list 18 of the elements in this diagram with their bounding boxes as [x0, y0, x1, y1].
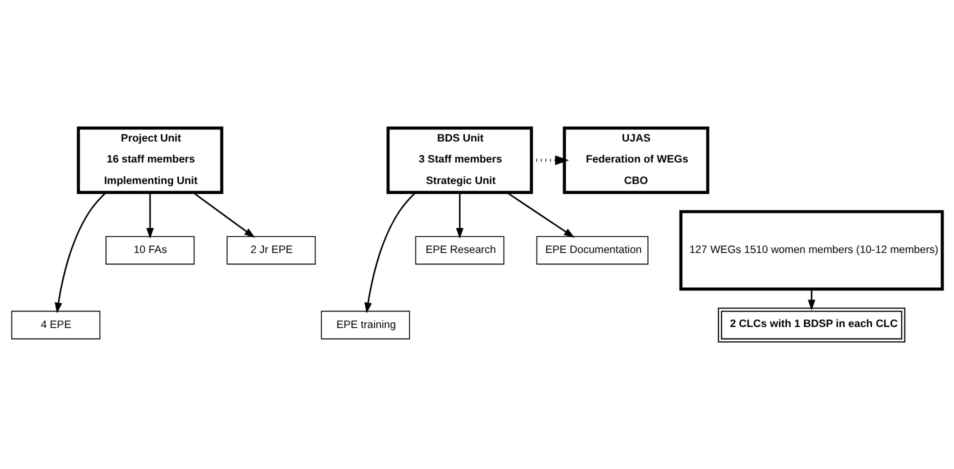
arrow: [192, 191, 256, 238]
node-box: BDS Unit 3 Staff members Strategic Unit: [386, 126, 533, 194]
arrow: [456, 192, 464, 238]
node-box: 2 CLCs with 1 BDSP in each CLC: [718, 307, 906, 342]
node-box: EPE Documentation: [536, 236, 648, 264]
arrow: [808, 288, 816, 310]
node-box: 4 EPE: [11, 310, 100, 339]
arrow: [506, 191, 575, 238]
node-box: 127 WEGs 1510 women members (10-12 members): [679, 210, 944, 290]
arrow: [364, 191, 416, 313]
node-box: Project Unit 16 staff members Implementing Unit: [76, 126, 224, 194]
node-box: 2 Jr EPE: [226, 236, 316, 264]
arrow: [146, 192, 154, 238]
node-box: 10 FAs: [106, 236, 195, 264]
node-box: UJAS Federation of WEGs CBO: [562, 126, 710, 194]
node-box: EPE training: [320, 310, 410, 339]
arrow: [54, 191, 106, 313]
node-box: EPE Research: [415, 236, 504, 264]
